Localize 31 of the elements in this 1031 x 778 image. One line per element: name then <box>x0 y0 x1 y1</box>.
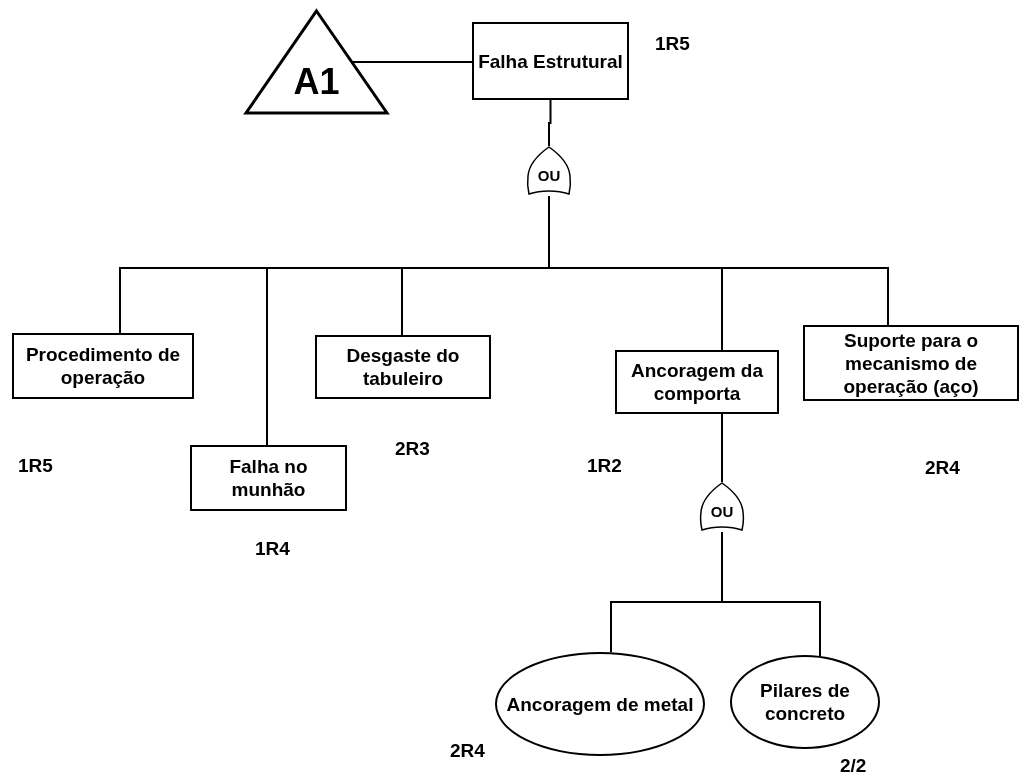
event-label: Suporte para o mecanismo de operação (aço) <box>842 328 980 398</box>
event-box <box>472 22 629 100</box>
or-gate <box>698 482 746 532</box>
event-label: Ancoragem da comporta <box>630 359 764 405</box>
risk-code: 1R5 <box>655 33 690 55</box>
risk-code: 2R3 <box>395 438 430 460</box>
connector-line <box>721 413 723 483</box>
connector-line <box>721 531 821 657</box>
event-box <box>315 335 491 399</box>
event-label: Falha no munhão <box>228 455 309 501</box>
gate-label: OU <box>537 167 561 185</box>
gate-label: OU <box>710 503 734 521</box>
risk-code: 2R4 <box>925 457 960 479</box>
event-label: Desgaste do tabuleiro <box>345 344 461 390</box>
event-box <box>190 445 347 511</box>
event-label: Ancoragem de metal <box>506 692 694 716</box>
event-label: Falha Estrutural <box>478 49 623 73</box>
transfer-triangle <box>245 10 388 114</box>
or-gate <box>525 146 573 196</box>
event-box <box>12 333 194 399</box>
connector-line <box>548 99 552 147</box>
transfer-label: A1 <box>293 62 340 102</box>
event-label: Procedimento de operação <box>24 343 182 389</box>
risk-code: 2R4 <box>450 740 485 762</box>
event-box <box>615 350 779 414</box>
event-label: Pilares de concreto <box>759 679 851 725</box>
risk-code: 1R5 <box>18 455 53 477</box>
risk-code: 1R2 <box>587 455 622 477</box>
risk-code: 1R4 <box>255 538 290 560</box>
risk-code: 2/2 <box>840 755 867 777</box>
event-box <box>803 325 1019 401</box>
